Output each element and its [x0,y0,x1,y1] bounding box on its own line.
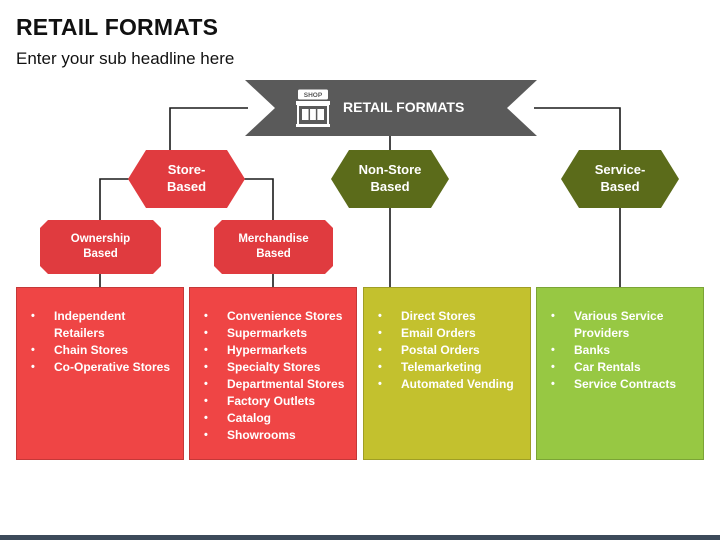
list-non-store: Direct StoresEmail OrdersPostal OrdersTe… [378,308,520,393]
node-store-based-shape [128,150,245,208]
list-item: Banks [551,342,693,359]
list-service: Various Service ProvidersBanksCar Rental… [551,308,693,393]
list-item: Specialty Stores [204,359,346,376]
node-store-based: Store- Based [128,150,245,208]
root-node: SHOP RETAIL FORMATS [245,80,537,136]
node-service-based: Service- Based [561,150,679,208]
list-item: Car Rentals [551,359,693,376]
connector-root-right [534,107,621,150]
list-item: Supermarkets [204,325,346,342]
list-item: Various Service Providers [551,308,693,342]
node-ownership-based: Ownership Based [40,220,161,274]
list-merchandise: Convenience StoresSupermarketsHypermarke… [204,308,346,444]
node-merchandise-based-shape [214,220,333,274]
node-non-store-based-label: Non-Store Based [358,162,422,194]
connector-root-left [169,107,248,150]
list-item: Direct Stores [378,308,520,325]
node-merchandise-based: Merchandise Based [214,220,333,274]
list-item: Chain Stores [31,342,173,359]
root-label: RETAIL FORMATS [343,99,465,115]
list-item: Co-Operative Stores [31,359,173,376]
list-item: Hypermarkets [204,342,346,359]
node-service-based-label: Service- Based [594,162,646,194]
shop-icon: SHOP [296,89,330,127]
list-item: Departmental Stores [204,376,346,393]
list-item: Service Contracts [551,376,693,393]
box-merchandise: Convenience StoresSupermarketsHypermarke… [189,287,357,460]
box-service: Various Service ProvidersBanksCar Rental… [536,287,704,460]
list-ownership: Independent RetailersChain StoresCo-Oper… [31,308,173,376]
shop-icon-text: SHOP [304,92,323,99]
page-subtitle: Enter your sub headline here [16,49,235,68]
list-item: Catalog [204,410,346,427]
list-item: Independent Retailers [31,308,173,342]
page-title: RETAIL FORMATS [16,14,219,40]
node-merchandise-based-label: Merchandise Based [238,233,309,260]
node-non-store-based-shape [331,150,449,208]
box-non-store: Direct StoresEmail OrdersPostal OrdersTe… [363,287,531,460]
list-item: Convenience Stores [204,308,346,325]
bottom-bar [0,535,720,540]
connector-store-merchandise [243,178,274,220]
list-item: Email Orders [378,325,520,342]
node-store-based-label: Store- Based [166,162,207,194]
node-ownership-based-shape [40,220,161,274]
box-ownership: Independent RetailersChain StoresCo-Oper… [16,287,184,460]
node-service-based-shape [561,150,679,208]
node-ownership-based-label: Ownership Based [70,233,131,260]
node-non-store-based: Non-Store Based [331,150,449,208]
list-item: Postal Orders [378,342,520,359]
connector-store-ownership [99,178,130,220]
list-item: Automated Vending [378,376,520,393]
list-item: Showrooms [204,427,346,444]
list-item: Factory Outlets [204,393,346,410]
list-item: Telemarketing [378,359,520,376]
